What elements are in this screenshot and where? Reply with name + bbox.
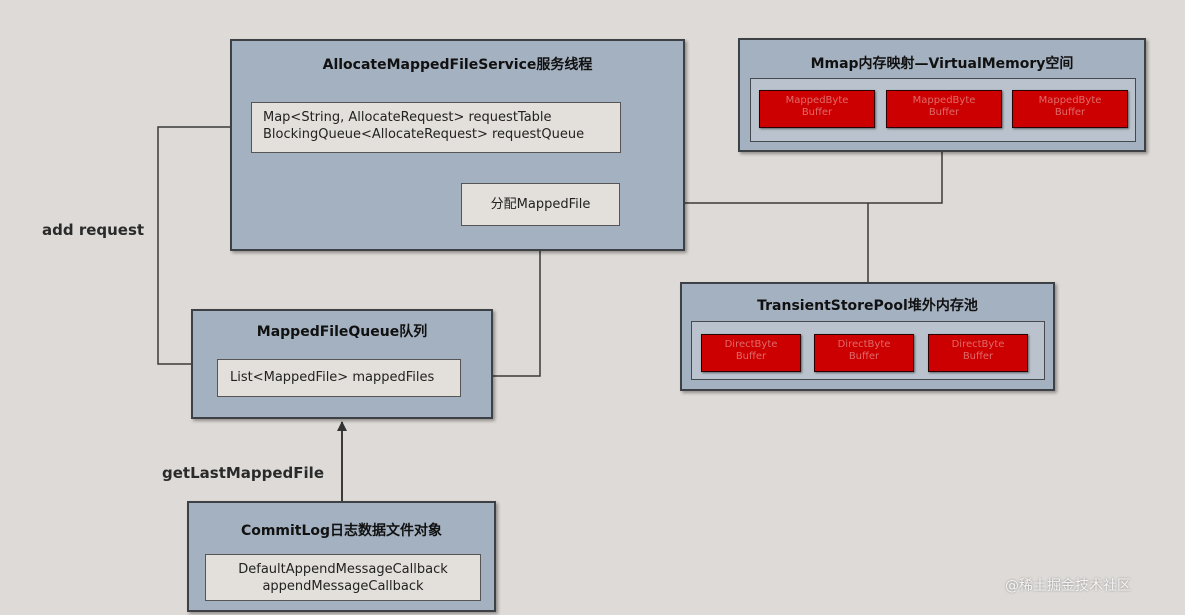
mapped-file-queue-box: MappedFileQueue队列 List<MappedFile> mappe…	[191, 309, 493, 419]
transient-pool-title: TransientStorePool堆外内存池	[757, 298, 978, 314]
append-message-callback-field: appendMessageCallback	[262, 579, 424, 594]
direct-byte-buffer-block: DirectByte Buffer	[701, 334, 801, 372]
add-request-label: add request	[42, 221, 145, 239]
get-last-mapped-file-label: getLastMappedFile	[162, 464, 324, 482]
mmap-buffer-tray: MappedByte Buffer MappedByte Buffer Mapp…	[750, 78, 1136, 142]
direct-byte-buffer-block: DirectByte Buffer	[928, 334, 1028, 372]
add-request-arrow	[157, 122, 251, 365]
transient-buffer-tray: DirectByte Buffer DirectByte Buffer Dire…	[691, 321, 1045, 380]
default-append-callback-field: DefaultAppendMessageCallback	[238, 562, 448, 577]
mapped-file-queue-title: MappedFileQueue队列	[256, 324, 428, 340]
mmap-title: Mmap内存映射—VirtualMemory空间	[810, 56, 1074, 72]
mapped-byte-buffer-block: MappedByte Buffer	[1012, 90, 1128, 128]
commitlog-title: CommitLog日志数据文件对象	[240, 523, 443, 539]
mmap-box: Mmap内存映射—VirtualMemory空间 MappedByte Buff…	[738, 38, 1146, 152]
allocate-mappedfile-label: 分配MappedFile	[490, 197, 591, 212]
allocate-service-title: AllocateMappedFileService服务线程	[322, 57, 593, 73]
commitlog-box: CommitLog日志数据文件对象 DefaultAppendMessageCa…	[187, 501, 496, 612]
allocate-mappedfile-box: 分配MappedFile	[461, 183, 620, 226]
request-table-field: Map<String, AllocateRequest> requestTabl…	[263, 110, 552, 125]
allocate-service-box: AllocateMappedFileService服务线程 Map<String…	[230, 39, 685, 251]
allocate-service-fields: Map<String, AllocateRequest> requestTabl…	[251, 102, 621, 153]
transient-pool-box: TransientStorePool堆外内存池 DirectByte Buffe…	[680, 282, 1055, 391]
callback-field-box: DefaultAppendMessageCallback appendMessa…	[205, 554, 481, 601]
watermark: @稀土掘金技术社区	[1005, 578, 1131, 594]
mmap-to-allocate-line	[651, 152, 943, 204]
direct-byte-buffer-block: DirectByte Buffer	[814, 334, 914, 372]
mapped-files-field-box: List<MappedFile> mappedFiles	[217, 359, 461, 397]
request-queue-field: BlockingQueue<AllocateRequest> requestQu…	[263, 127, 585, 142]
mapped-byte-buffer-block: MappedByte Buffer	[886, 90, 1002, 128]
mapped-files-field: List<MappedFile> mappedFiles	[230, 370, 435, 385]
mapped-byte-buffer-block: MappedByte Buffer	[759, 90, 875, 128]
